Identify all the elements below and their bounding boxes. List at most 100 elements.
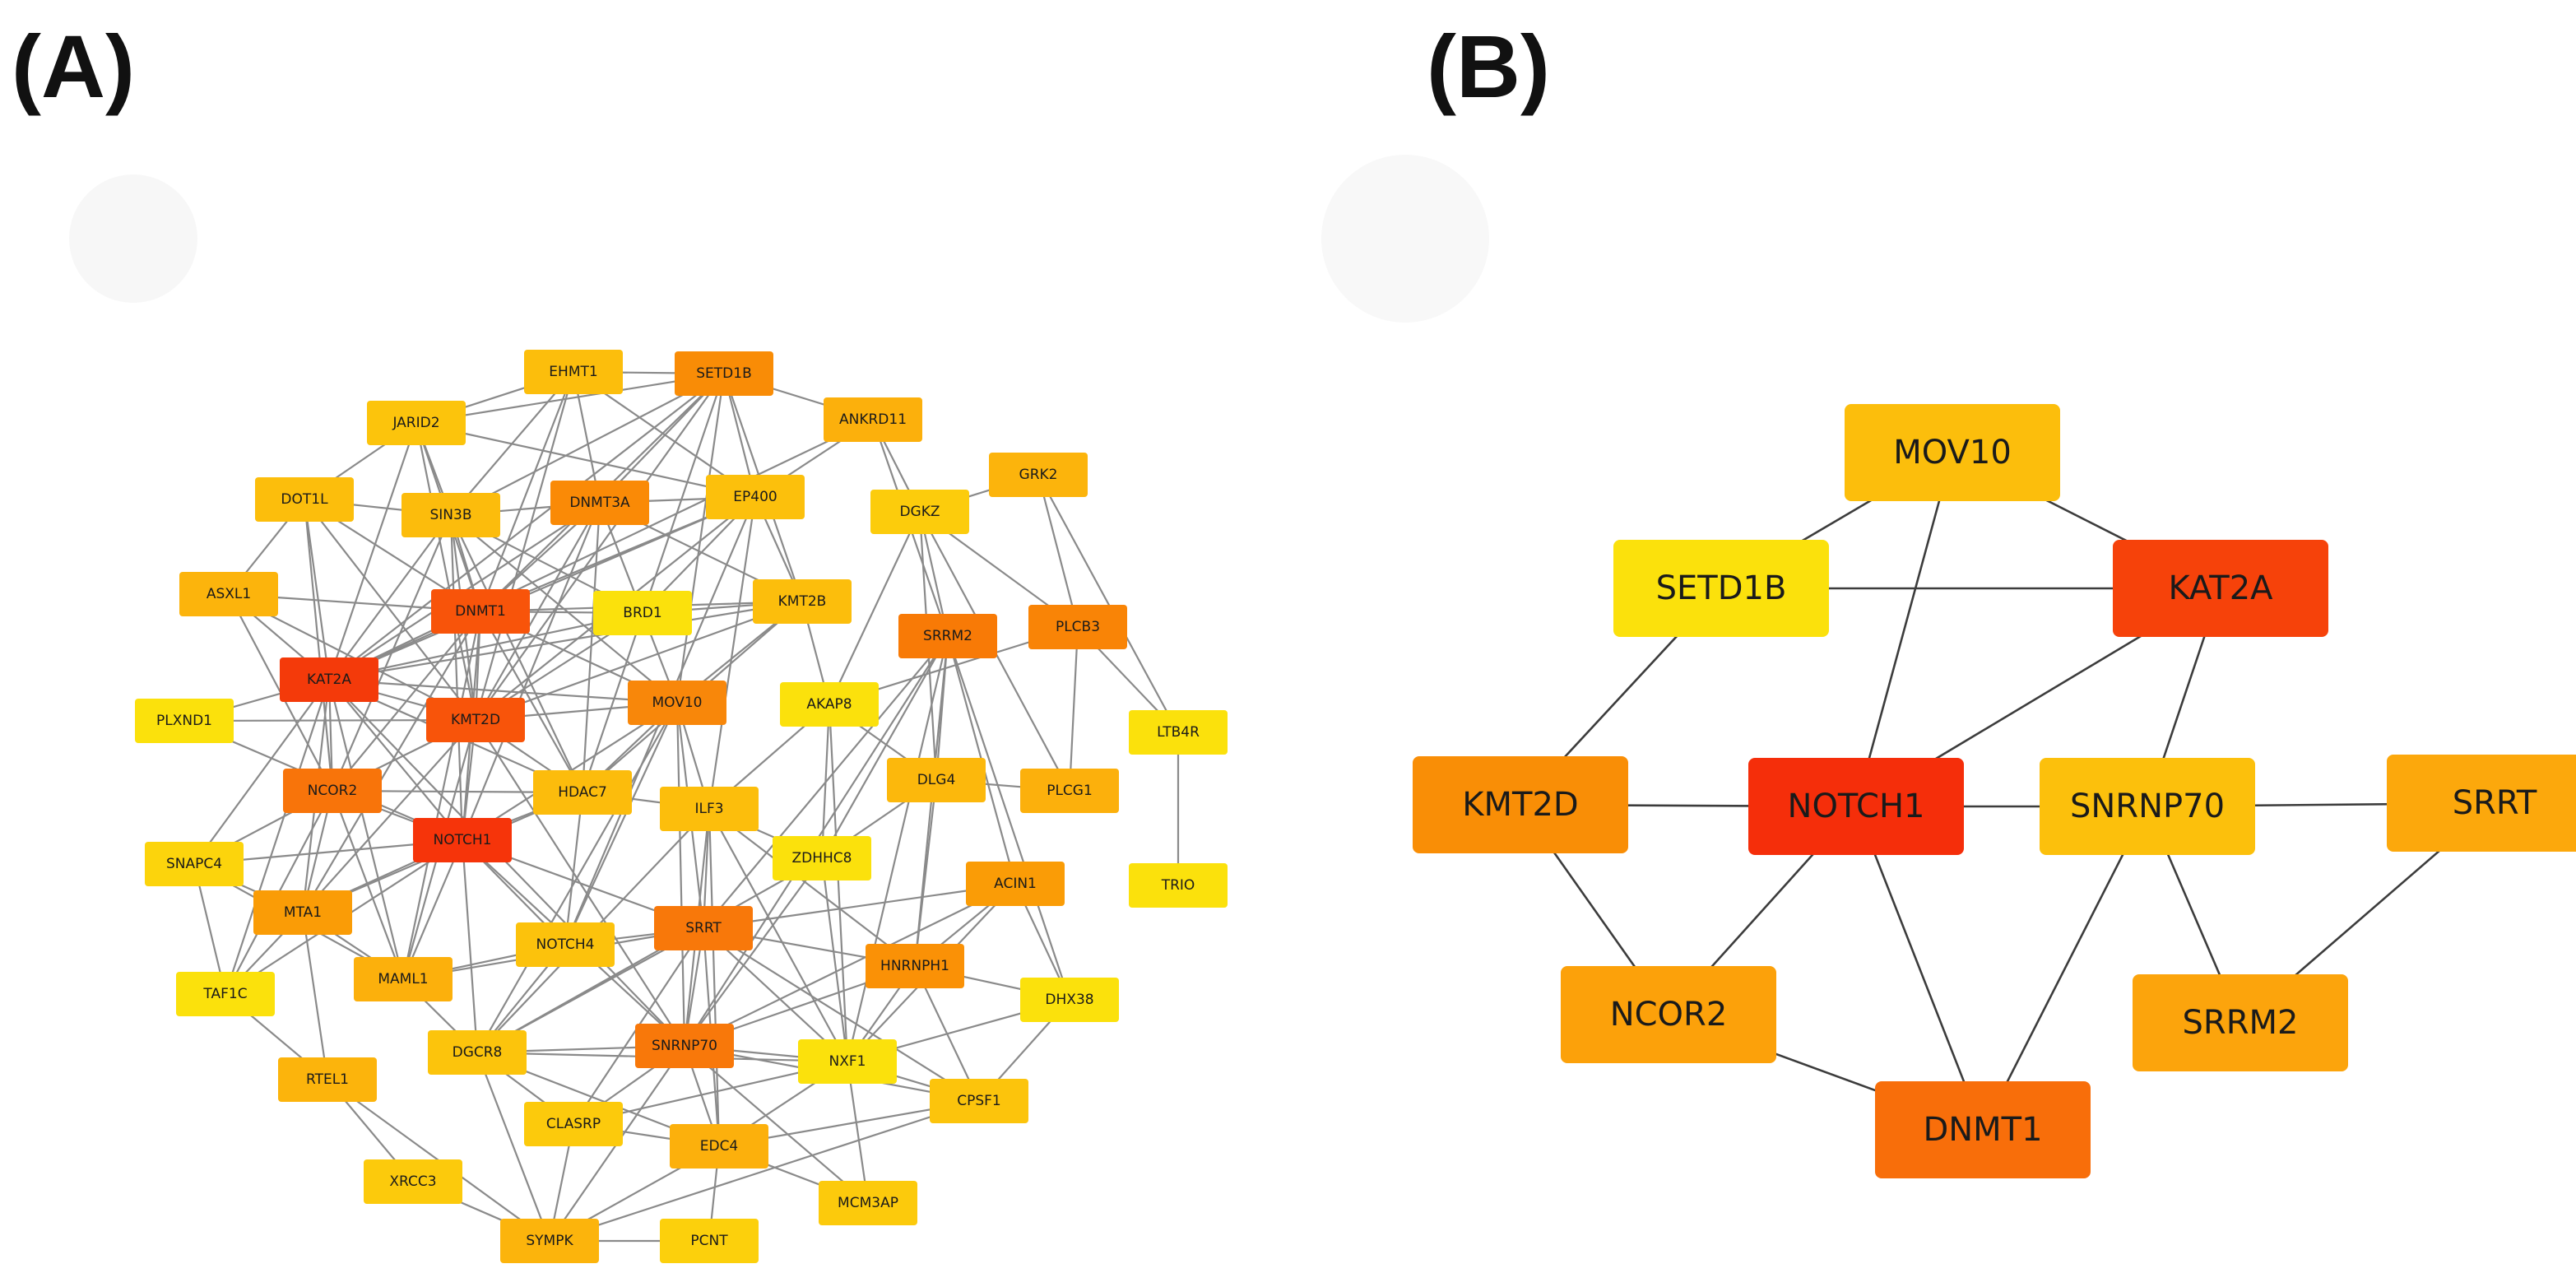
- node-notch4: NOTCH4: [516, 922, 615, 967]
- node-srrt: SRRT: [654, 906, 753, 950]
- node-mcm3ap: MCM3AP: [819, 1181, 917, 1225]
- node-box: [1028, 605, 1127, 649]
- node-box: [1413, 756, 1628, 853]
- node-box: [2040, 758, 2255, 855]
- node-label: NOTCH1: [434, 832, 492, 848]
- node-box: [431, 589, 530, 634]
- node-label: SYMPK: [526, 1233, 573, 1249]
- node-pcnt: PCNT: [660, 1219, 759, 1263]
- node-grk2: GRK2: [989, 453, 1088, 497]
- node-akap8: AKAP8: [780, 682, 879, 727]
- node-label: KAT2A: [2168, 569, 2273, 607]
- node-snrnp70: SNRNP70: [2040, 758, 2255, 855]
- node-notch1: NOTCH1: [1748, 758, 1964, 855]
- edge-brd1-kat2a: [327, 611, 644, 681]
- node-box: [670, 1124, 768, 1169]
- edge-ilf3-hnrnph1: [708, 807, 917, 968]
- node-acin1: ACIN1: [966, 862, 1065, 906]
- edge-jarid2-ep400: [415, 421, 757, 499]
- node-ltb4r: LTB4R: [1129, 710, 1228, 755]
- node-box: [798, 1039, 897, 1084]
- edge-setd1b-mov10: [675, 372, 726, 704]
- edge-dot1l-kat2a: [303, 498, 331, 681]
- node-label: NOTCH4: [536, 936, 595, 953]
- node-box: [500, 1219, 599, 1263]
- node-label: SIN3B: [430, 507, 472, 523]
- node-box: [401, 493, 500, 537]
- edge-zdhhc8-nxf1: [820, 857, 849, 1063]
- node-box: [593, 591, 692, 635]
- edge-dgkz-akap8: [828, 510, 921, 706]
- edge-setd1b-kat2a: [327, 372, 726, 681]
- edge-dgcr8-sympk: [476, 1051, 551, 1243]
- node-ncor2: NCOR2: [283, 769, 382, 813]
- edge-ankrd11-kat2a: [327, 418, 875, 681]
- node-box: [706, 475, 805, 519]
- node-label: PCNT: [690, 1233, 728, 1249]
- edge-dot1l-ncor2: [303, 498, 334, 792]
- node-label: AKAP8: [806, 696, 852, 713]
- node-hdac7: HDAC7: [533, 770, 632, 815]
- node-kmt2b: KMT2B: [753, 579, 852, 624]
- node-label: ILF3: [694, 801, 723, 817]
- edge-sin3b-hdac7: [449, 513, 584, 794]
- edge-setd1b-jarid2: [415, 372, 726, 425]
- node-label: PLCB3: [1056, 619, 1100, 635]
- edge-kat2a-mov10: [327, 678, 679, 704]
- edge-kat2a-maml1: [327, 678, 405, 981]
- edge-mov10-notch1: [1854, 451, 1954, 808]
- node-plcb3: PLCB3: [1028, 605, 1127, 649]
- node-label: HNRNPH1: [880, 958, 949, 974]
- node-label: JARID2: [392, 415, 439, 431]
- node-label: MOV10: [1893, 434, 2012, 472]
- node-label: SRRT: [2453, 784, 2537, 822]
- node-box: [773, 836, 871, 880]
- node-dgcr8: DGCR8: [428, 1030, 527, 1075]
- edge-kat2a-snapc4: [193, 678, 331, 866]
- edge-dlg4-hnrnph1: [913, 778, 938, 968]
- node-box: [2113, 540, 2328, 637]
- edge-kat2a-snrnp70: [327, 678, 686, 1048]
- edge-mov10-snrnp70: [675, 701, 686, 1048]
- edge-dot1l-kmt2d: [303, 498, 477, 722]
- node-box: [660, 787, 759, 831]
- node-label: ASXL1: [207, 586, 251, 602]
- faint-circle-decoration: [69, 174, 197, 303]
- node-ankrd11: ANKRD11: [824, 397, 922, 442]
- node-box: [1020, 769, 1119, 813]
- node-label: LTB4R: [1157, 724, 1200, 741]
- edge-mta1-rtel1: [301, 911, 329, 1081]
- node-box: [533, 770, 632, 815]
- node-zdhhc8: ZDHHC8: [773, 836, 871, 880]
- node-label: PLCG1: [1047, 783, 1093, 799]
- node-label: SNRNP70: [652, 1038, 717, 1054]
- node-notch1: NOTCH1: [413, 818, 512, 862]
- node-box: [1561, 966, 1776, 1063]
- node-brd1: BRD1: [593, 591, 692, 635]
- node-box: [524, 350, 623, 394]
- edge-srrm2-nxf1: [846, 634, 949, 1063]
- node-plcg1: PLCG1: [1020, 769, 1119, 813]
- edge-mov10-notch4: [564, 701, 679, 946]
- node-dnmt1: DNMT1: [431, 589, 530, 634]
- node-label: DOT1L: [281, 491, 328, 508]
- node-box: [145, 842, 244, 886]
- node-label: EP400: [733, 489, 777, 505]
- node-xrcc3: XRCC3: [364, 1159, 462, 1204]
- node-label: ZDHHC8: [792, 850, 852, 867]
- node-box: [2387, 755, 2576, 852]
- node-edc4: EDC4: [670, 1124, 768, 1169]
- node-mov10: MOV10: [628, 681, 726, 725]
- node-srrt: SRRT: [2387, 755, 2576, 852]
- edge-jarid2-kat2a: [327, 421, 418, 681]
- node-cpsf1: CPSF1: [930, 1079, 1028, 1123]
- node-label: MTA1: [284, 904, 322, 921]
- node-label: DGCR8: [453, 1044, 503, 1061]
- node-label: KMT2D: [451, 712, 500, 728]
- edge-ehmt1-kmt2d: [474, 370, 575, 722]
- node-setd1b: SETD1B: [675, 351, 773, 396]
- node-box: [367, 401, 466, 445]
- node-label: XRCC3: [389, 1173, 436, 1190]
